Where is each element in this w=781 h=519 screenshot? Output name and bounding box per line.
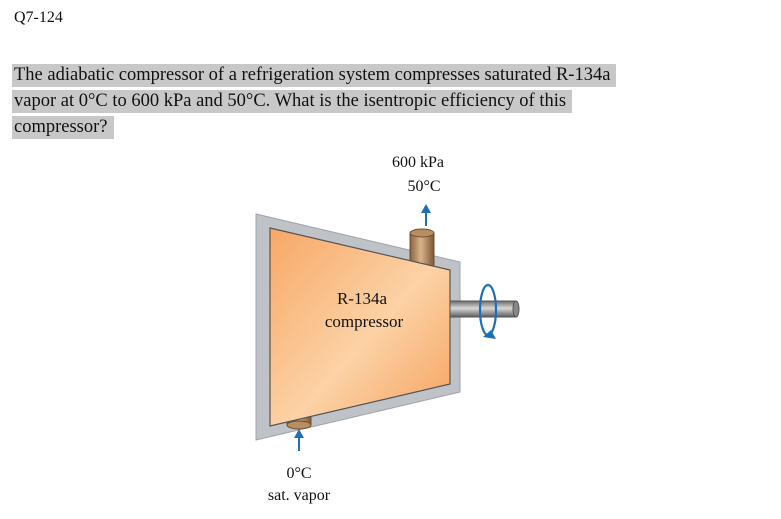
- question-line-2: vapor at 0°C to 600 kPa and 50°C. What i…: [12, 90, 573, 113]
- question-line-3: compressor?: [12, 116, 114, 139]
- compressor-shaft: [449, 300, 517, 318]
- shaft-rotation-icon: [478, 283, 498, 339]
- inlet-temperature-label: 0°C: [286, 465, 311, 482]
- inlet-flow-arrow-icon: [294, 429, 304, 451]
- outlet-temperature-label: 50°C: [407, 178, 440, 195]
- fluid-label: R-134a: [337, 289, 388, 308]
- outlet-flow-arrow-icon: [421, 204, 431, 226]
- device-label: compressor: [325, 312, 404, 331]
- inlet-state-label: sat. vapor: [268, 487, 331, 504]
- question-line-1: The adiabatic compressor of a refrigerat…: [12, 64, 617, 87]
- outlet-pressure-label: 600 kPa: [392, 154, 444, 171]
- question-number: Q7-124: [14, 9, 63, 26]
- question-text: The adiabatic compressor of a refrigerat…: [12, 62, 772, 140]
- compressor-body: [269, 227, 451, 427]
